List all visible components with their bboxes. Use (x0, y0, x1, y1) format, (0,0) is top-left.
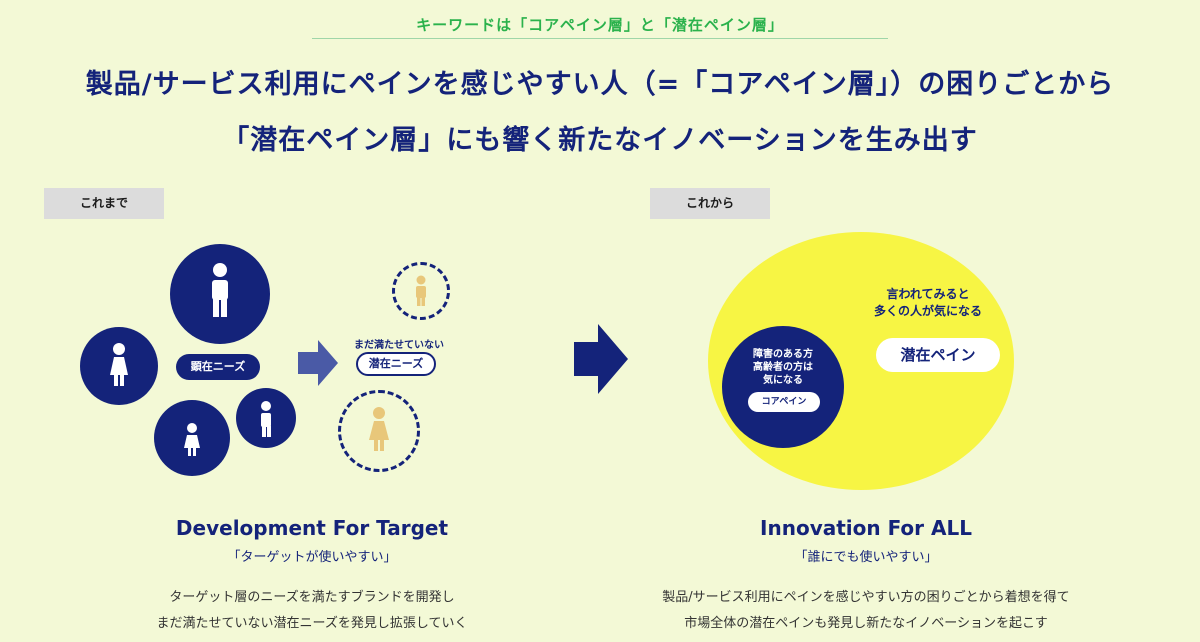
person-icon (261, 401, 271, 437)
right-section-title: Innovation For ALL (760, 516, 972, 540)
person-icon (212, 263, 228, 317)
arrow-large-icon (572, 322, 630, 396)
headline-line-1: 製品/サービス利用にペインを感じやすい人（=「コアペイン層」）の困りごとから (85, 69, 1115, 100)
person-circle-bottom (154, 400, 230, 476)
woman-icon (110, 343, 128, 386)
inner-caption-line-3: 気になる (763, 375, 803, 386)
right-desc-line-2: 市場全体の潜在ペインも発見し新たなイノベーションを起こす (684, 616, 1048, 631)
woman-icon (369, 407, 389, 451)
child-icon (184, 423, 200, 456)
right-section-subtitle: 「誰にでも使いやすい」 (794, 550, 938, 565)
latent-pain-pill: 潜在ペイン (876, 338, 1000, 372)
person-circle-small (236, 388, 296, 448)
keyword-underline (312, 38, 888, 39)
latent-needs-pill: 潜在ニーズ (356, 352, 436, 376)
person-circle-large (170, 244, 270, 344)
left-desc-line-2: まだ満たせていない潜在ニーズを発見し拡張していく (156, 616, 468, 631)
unmet-label: まだ満たせていない (354, 340, 444, 351)
tag-before: これまで (44, 188, 164, 219)
keyword-heading: キーワードは「コアペイン層」と「潜在ペイン層」 (416, 16, 784, 34)
person-circle-left (80, 327, 158, 405)
arrow-small-icon (296, 338, 340, 388)
latent-circle-bottom (338, 390, 420, 472)
core-pain-pill: コアペイン (748, 392, 820, 412)
core-pain-circle (722, 326, 844, 448)
outer-caption-line-1: 言われてみると (886, 287, 970, 301)
manifest-needs-pill: 顕在ニーズ (176, 354, 260, 380)
tag-after: これから (650, 188, 770, 219)
left-desc-line-1: ターゲット層のニーズを満たすブランドを開発し (169, 590, 455, 605)
outer-caption-line-2: 多くの人が気になる (873, 304, 982, 318)
person-icon (416, 275, 426, 306)
left-section-title: Development For Target (175, 516, 449, 540)
inner-caption-line-1: 障害のある方 (753, 349, 813, 360)
right-desc-line-1: 製品/サービス利用にペインを感じやすい方の困りごとから着想を得て (662, 590, 1070, 605)
outer-caption: 言われてみると 多くの人が気になる (858, 286, 998, 320)
inner-caption: 障害のある方 高齢者の方は 気になる (722, 348, 844, 387)
inner-caption-line-2: 高齢者の方は (753, 362, 813, 373)
headline-line-2: 「潜在ペイン層」にも響く新たなイノベーションを生み出す (222, 125, 978, 156)
left-section-subtitle: 「ターゲットが使いやすい」 (227, 550, 397, 565)
latent-circle-top (392, 262, 450, 320)
